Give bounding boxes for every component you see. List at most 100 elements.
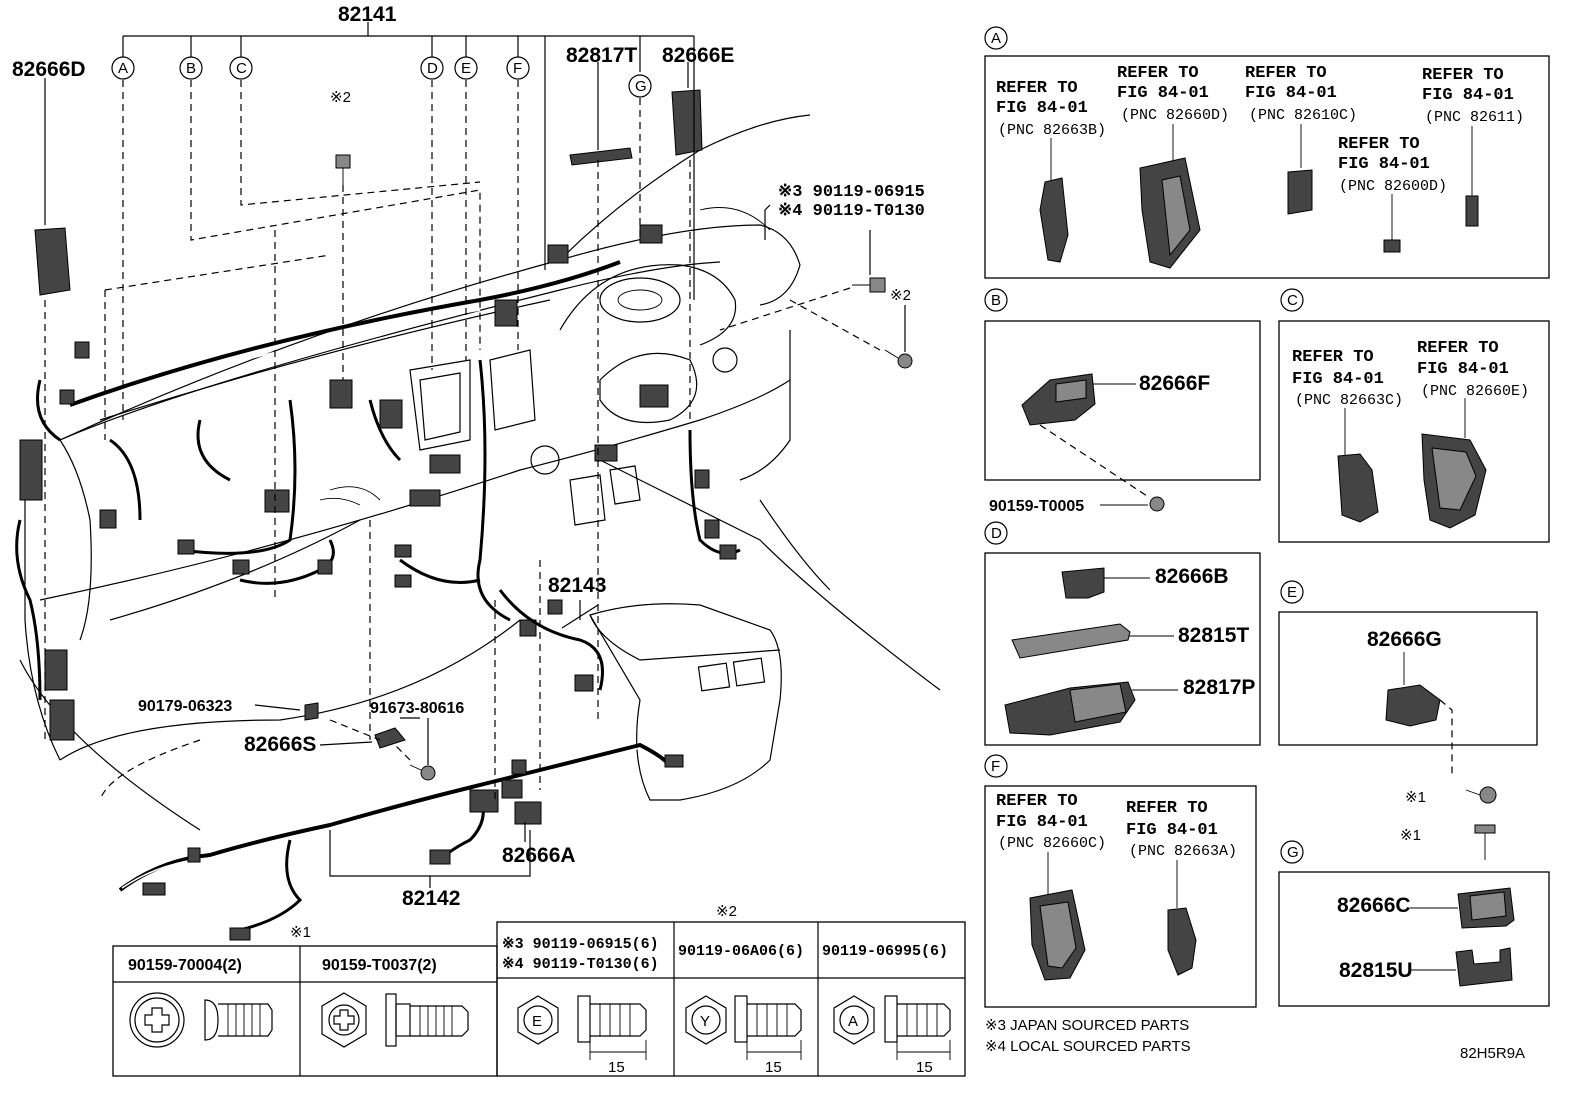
- panel-c: C REFER TO FIG 84-01 (PNC 82663C) REFER …: [1278, 288, 1550, 543]
- svg-text:(PNC 82600D): (PNC 82600D): [1339, 178, 1447, 195]
- svg-text:FIG 84-01: FIG 84-01: [1422, 86, 1514, 105]
- panel-f: F REFER TO FIG 84-01 (PNC 82660C) REFER …: [984, 754, 1257, 1008]
- svg-text:F: F: [513, 60, 522, 77]
- bolt-table-1-col1: 90159-70004(2): [128, 957, 242, 974]
- leader-lines: [44, 22, 906, 888]
- callout-row: A B C D E F G: [111, 56, 652, 98]
- bolt-table-2: ※2 ※3 90119-06915(6) ※4 90119-T0130(6) 9…: [496, 903, 966, 1077]
- label-82815U: 82815U: [1339, 959, 1413, 982]
- svg-text:REFER TO: REFER TO: [996, 79, 1078, 98]
- svg-text:E: E: [1287, 584, 1297, 601]
- svg-text:REFER TO: REFER TO: [1422, 66, 1504, 85]
- label-82666B: 82666B: [1155, 565, 1229, 588]
- svg-text:FIG 84-01: FIG 84-01: [1126, 821, 1218, 840]
- svg-text:FIG 84-01: FIG 84-01: [1338, 155, 1430, 174]
- svg-text:B: B: [991, 292, 1001, 309]
- svg-text:C: C: [236, 60, 247, 77]
- label-82142: 82142: [402, 887, 460, 910]
- bolt-table-2-title: ※2: [716, 903, 737, 920]
- label-bolt-mid: 91673-80616: [370, 700, 464, 717]
- svg-text:A: A: [118, 60, 128, 77]
- callout-a: A: [111, 56, 135, 80]
- svg-text:FIG 84-01: FIG 84-01: [1292, 370, 1384, 389]
- ref-2-right: ※2: [890, 287, 911, 304]
- panel-g: G 82666C 82815U: [1278, 840, 1550, 1007]
- svg-text:(PNC 82660C): (PNC 82660C): [998, 835, 1106, 852]
- dim-15-c: 15: [916, 1059, 933, 1076]
- ref-1-e-b: ※1: [1400, 827, 1421, 844]
- label-82666C: 82666C: [1337, 894, 1411, 917]
- head-a-letter: A: [848, 1013, 858, 1030]
- callout-d: D: [420, 56, 444, 80]
- svg-text:REFER TO: REFER TO: [1126, 799, 1208, 818]
- label-82666D: 82666D: [12, 58, 86, 81]
- bolt-table-2-col2: 90119-06A06(6): [678, 943, 804, 960]
- label-82666A: 82666A: [502, 844, 576, 867]
- svg-text:(PNC 82663C): (PNC 82663C): [1295, 392, 1403, 409]
- svg-text:REFER TO: REFER TO: [1338, 135, 1420, 154]
- svg-text:FIG 84-01: FIG 84-01: [996, 813, 1088, 832]
- ref-1-e-a: ※1: [1405, 789, 1426, 806]
- svg-text:REFER TO: REFER TO: [996, 792, 1078, 811]
- svg-text:REFER TO: REFER TO: [1245, 64, 1327, 83]
- svg-text:(PNC 82663B): (PNC 82663B): [998, 122, 1106, 139]
- label-82143: 82143: [548, 574, 606, 597]
- label-82666G: 82666G: [1367, 628, 1442, 651]
- svg-text:REFER TO: REFER TO: [1292, 348, 1374, 367]
- svg-text:C: C: [1287, 292, 1298, 309]
- label-82815T: 82815T: [1178, 624, 1249, 647]
- head-e-letter: E: [532, 1013, 542, 1030]
- ref-1-table: ※1: [290, 924, 311, 941]
- callout-g: G: [628, 74, 652, 98]
- diagram-code: 82H5R9A: [1460, 1045, 1525, 1062]
- svg-text:FIG 84-01: FIG 84-01: [996, 99, 1088, 118]
- callout-f: F: [506, 56, 530, 80]
- bolt-table-2-col1-b: ※4 90119-T0130(6): [502, 956, 659, 973]
- label-82817P: 82817P: [1183, 676, 1255, 699]
- svg-text:FIG 84-01: FIG 84-01: [1245, 84, 1337, 103]
- label-nut: 90179-06323: [138, 698, 232, 715]
- bolt-table-1: 90159-70004(2) 90159-T0037(2): [112, 945, 498, 1077]
- note-japan: ※3 JAPAN SOURCED PARTS: [985, 1017, 1189, 1034]
- svg-text:F: F: [991, 758, 1000, 775]
- panel-e: E 82666G ※1 ※1: [1278, 580, 1538, 860]
- label-82817T: 82817T: [566, 44, 637, 67]
- svg-text:FIG 84-01: FIG 84-01: [1117, 84, 1209, 103]
- svg-text:D: D: [427, 60, 438, 77]
- bolt-table-1-col2: 90159-T0037(2): [322, 957, 437, 974]
- svg-text:(PNC 82611): (PNC 82611): [1425, 109, 1524, 126]
- bolt-right-4: ※4 90119-T0130: [778, 202, 925, 221]
- svg-text:B: B: [186, 60, 196, 77]
- panel-d: D 82666B 82815T 82817P: [984, 521, 1261, 746]
- label-82666S: 82666S: [244, 733, 316, 756]
- dashboard-illustration: [15, 89, 941, 941]
- callout-e: E: [454, 56, 478, 80]
- panel-a: A REFER TO FIG 84-01 (PNC 82663B) REFER …: [984, 26, 1550, 279]
- dim-15-a: 15: [608, 1059, 625, 1076]
- bolt-table-2-col3: 90119-06995(6): [822, 943, 948, 960]
- svg-text:G: G: [1287, 844, 1299, 861]
- label-82666F: 82666F: [1139, 372, 1210, 395]
- callout-b: B: [179, 56, 203, 80]
- svg-text:(PNC 82660E): (PNC 82660E): [1421, 383, 1529, 400]
- label-82666E: 82666E: [662, 44, 734, 67]
- svg-text:FIG 84-01: FIG 84-01: [1417, 360, 1509, 379]
- svg-text:D: D: [991, 525, 1002, 542]
- svg-text:A: A: [991, 30, 1001, 47]
- note-local: ※4 LOCAL SOURCED PARTS: [985, 1038, 1191, 1055]
- panel-b: B 82666F 90159-T0005: [984, 288, 1261, 515]
- label-82141: 82141: [338, 3, 397, 26]
- svg-text:REFER TO: REFER TO: [1117, 64, 1199, 83]
- svg-text:(PNC 82610C): (PNC 82610C): [1249, 107, 1357, 124]
- ref-2-top: ※2: [330, 89, 351, 106]
- svg-text:E: E: [461, 60, 471, 77]
- bolt-right-3: ※3 90119-06915: [778, 183, 925, 202]
- head-y-letter: Y: [700, 1013, 710, 1030]
- callout-c: C: [229, 56, 253, 80]
- svg-text:(PNC 82660D): (PNC 82660D): [1121, 107, 1229, 124]
- dim-15-b: 15: [765, 1059, 782, 1076]
- svg-text:REFER TO: REFER TO: [1417, 339, 1499, 358]
- label-90159-T0005: 90159-T0005: [989, 498, 1084, 515]
- svg-text:(PNC 82663A): (PNC 82663A): [1129, 843, 1237, 860]
